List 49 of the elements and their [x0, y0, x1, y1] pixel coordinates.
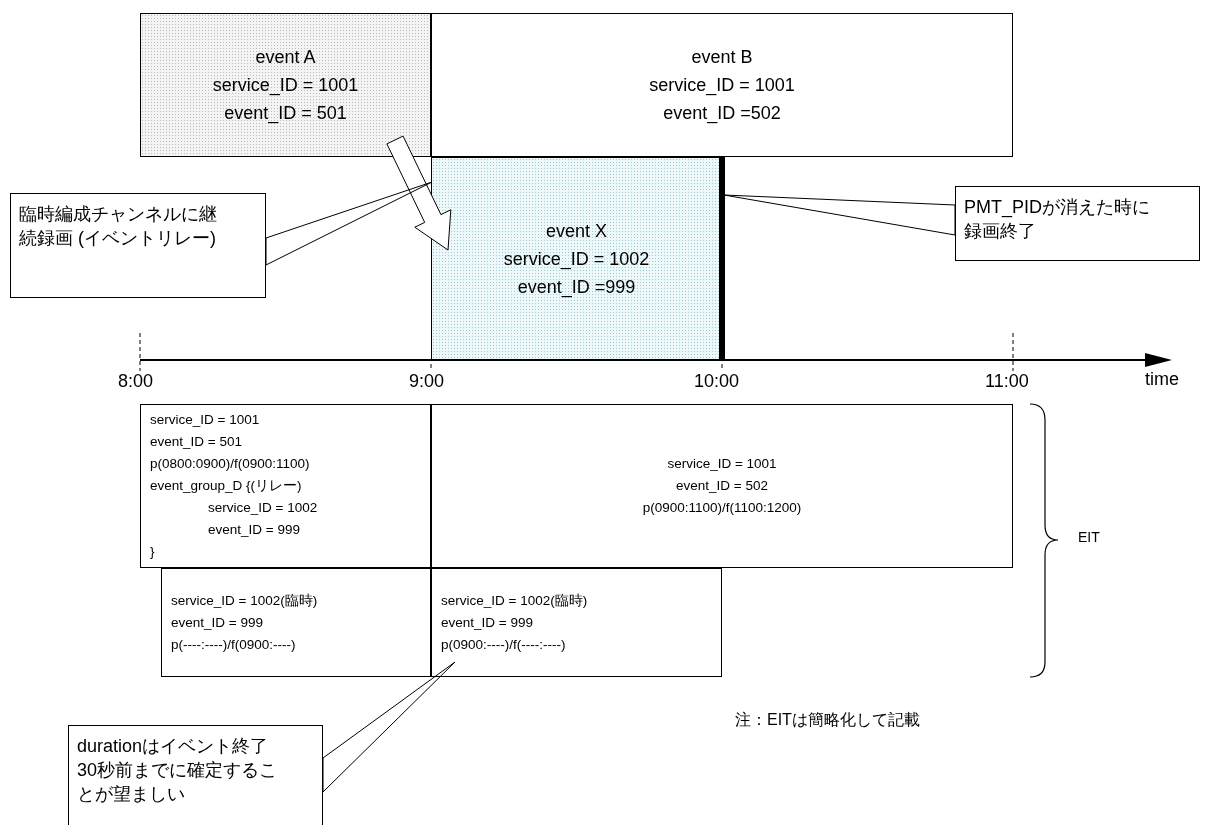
eit-box	[431, 568, 722, 677]
field-text: service_ID = 1001	[667, 455, 777, 473]
field-text: service_ID = 1002	[207, 499, 319, 517]
time-label: 9:00	[409, 371, 445, 392]
field-text: event_ID =502	[663, 102, 781, 126]
event-box	[431, 157, 722, 360]
field-text: service_ID = 1001	[649, 74, 795, 98]
field-text: event_ID =999	[517, 275, 636, 300]
leader-line	[723, 194, 956, 236]
event-title: event X	[545, 219, 607, 243]
leader-line	[322, 661, 456, 793]
field-text: }	[150, 543, 156, 561]
note-text: 注：EITは簡略化して記載	[735, 710, 920, 731]
time-label: 8:00	[118, 371, 154, 392]
end-marker-bar	[719, 157, 725, 360]
field-text: p(----:----)/f(0900:----)	[171, 635, 297, 654]
time-label: 10:00	[694, 371, 740, 392]
callout-text: durationはイベント終了30秒前までに確定することが望ましい	[77, 735, 279, 806]
field-text: event_ID = 501	[150, 433, 243, 451]
callout-box	[955, 186, 1200, 261]
field-text: service_ID = 1002	[503, 247, 650, 272]
field-text: p(0800:0900)/f(0900:1100)	[150, 455, 311, 473]
callout-text: PMT_PIDが消えた時に録画終了	[964, 196, 1151, 243]
time-label: 11:00	[985, 371, 1029, 392]
field-text: event_ID = 502	[676, 477, 768, 495]
event-box	[140, 13, 431, 157]
field-text: p(0900:----)/f(----:----)	[441, 635, 567, 654]
eit-box	[431, 404, 1013, 568]
field-text: p(0900:1100)/f(1100:1200)	[642, 499, 802, 517]
field-text: event_ID = 999	[207, 521, 301, 539]
event-title: event A	[255, 46, 316, 69]
field-text: event_ID = 999	[441, 613, 534, 632]
callout-text: 臨時編成チャンネルに継続録画 (イベントリレー)	[19, 203, 218, 250]
callout-box	[10, 193, 266, 298]
block-arrow	[386, 135, 452, 251]
field-text: service_ID = 1001	[150, 411, 261, 429]
field-text: event_ID = 999	[171, 613, 264, 632]
field-text: event_group_D {(リレー)	[150, 477, 303, 495]
callout-box	[68, 725, 323, 825]
eit-box	[161, 568, 431, 677]
leader-line	[265, 181, 433, 266]
event-title: event B	[691, 46, 753, 69]
field-text: service_ID = 1002(臨時)	[441, 591, 589, 610]
field-text: event_ID = 501	[224, 102, 347, 126]
eit-box	[140, 404, 431, 568]
brace-label: EIT	[1078, 529, 1100, 545]
field-text: service_ID = 1002(臨時)	[171, 591, 319, 610]
event-box	[431, 13, 1013, 157]
field-text: service_ID = 1001	[212, 74, 359, 98]
